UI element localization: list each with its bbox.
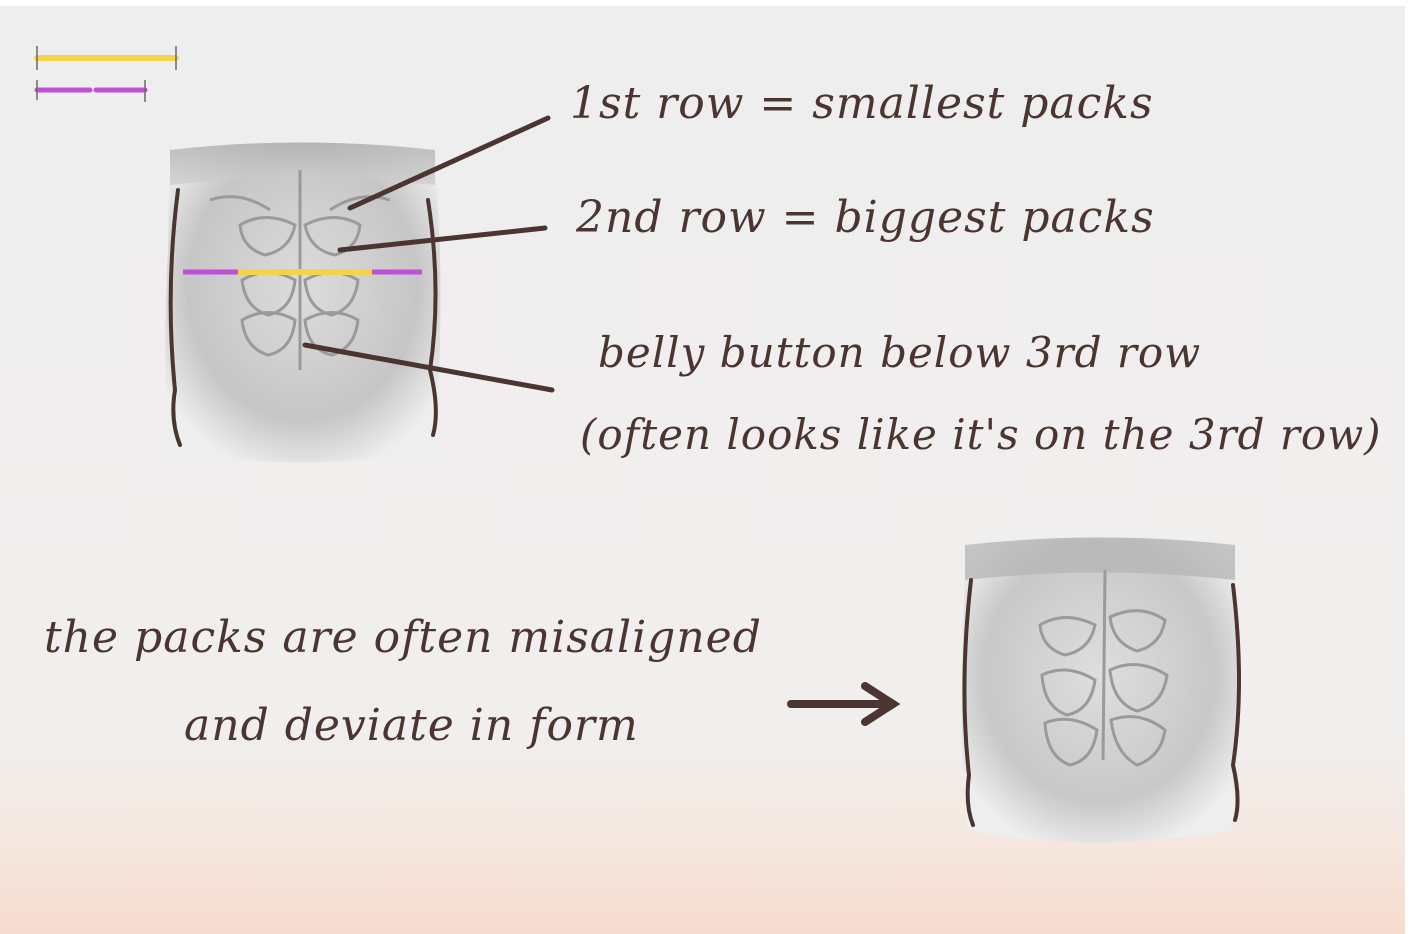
second-row-note: 2nd row = biggest packs: [576, 192, 1155, 243]
first-row-note: 1st row = smallest packs: [570, 78, 1154, 129]
misaligned-note: the packs are often misaligned: [44, 612, 762, 663]
right-arrow-icon: [785, 680, 905, 730]
belly-button-note: belly button below 3rd row: [598, 328, 1201, 377]
belly-button-note-detail: (often looks like it's on the 3rd row): [580, 410, 1382, 459]
misaligned-note-detail: and deviate in form: [184, 700, 639, 751]
torso-drawing-misaligned: [945, 525, 1255, 865]
